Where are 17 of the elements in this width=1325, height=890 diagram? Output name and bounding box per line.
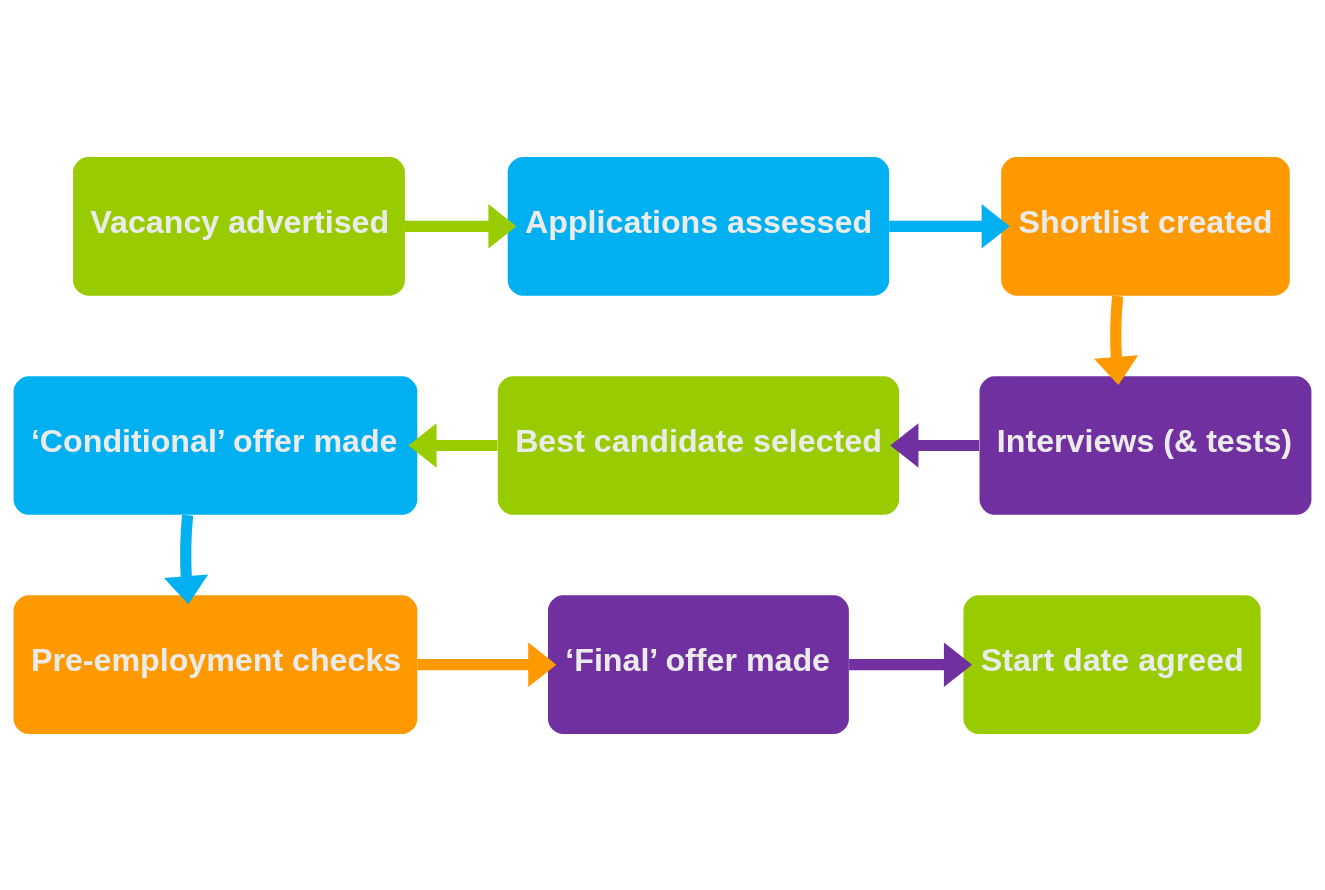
arrow [405,203,517,248]
node-box: Start date agreed [963,594,1261,734]
node-box: Applications assessed [507,156,890,296]
arrow [163,514,209,604]
node-box: ‘Final’ offer made [547,594,849,734]
arrow [408,422,498,468]
arrow [889,203,1010,248]
node-box: Shortlist created [1001,156,1290,296]
arrow [1093,295,1139,385]
node-box: Vacancy advertised [73,156,405,296]
arrow [849,642,973,687]
node-box: Interviews (& tests) [979,375,1312,515]
node-box: ‘Conditional’ offer made [13,375,418,515]
node-box: Best candidate selected [497,375,900,515]
arrow [417,642,557,687]
arrow [890,422,980,468]
node-box: Pre-employment checks [13,594,418,734]
